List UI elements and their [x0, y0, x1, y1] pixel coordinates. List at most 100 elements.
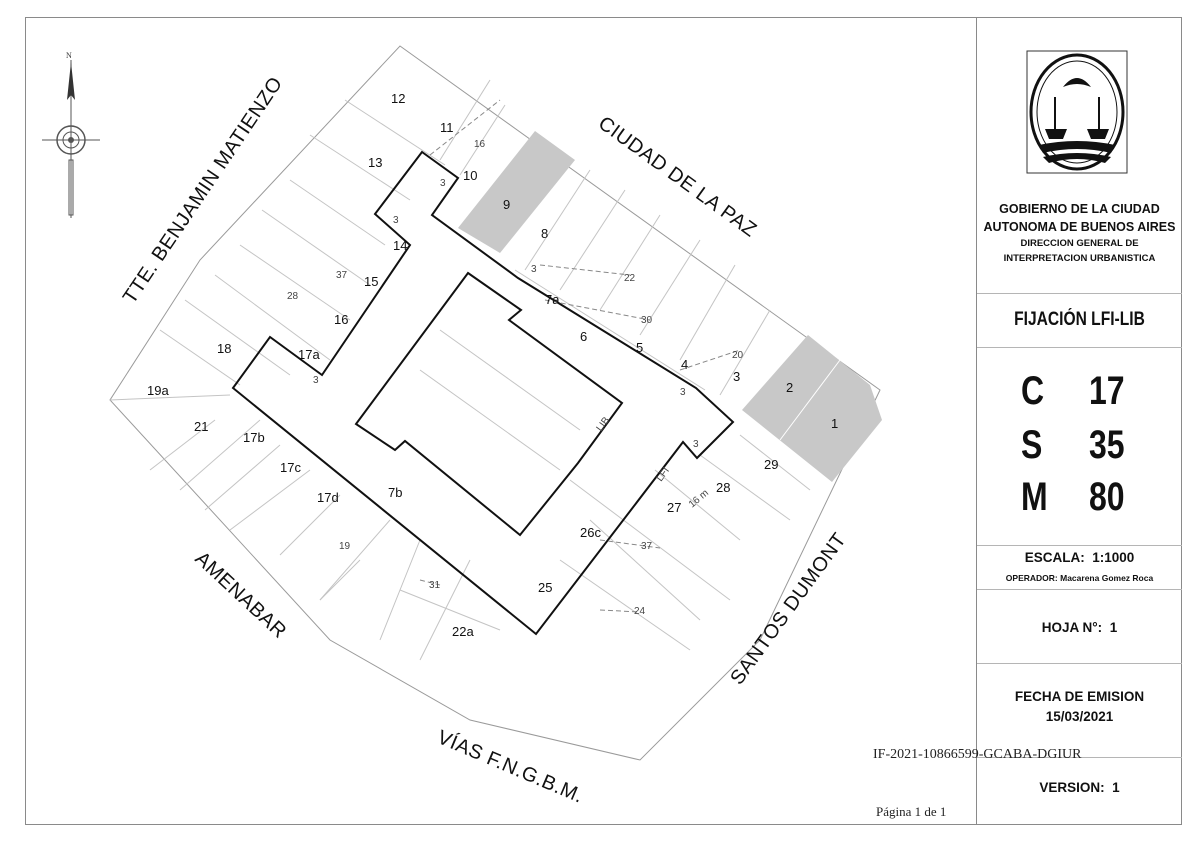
divider — [977, 545, 1182, 546]
lot-label: 17a — [298, 347, 320, 362]
issue-label: FECHA DE EMISION — [1014, 689, 1145, 704]
lot-label: 29 — [764, 457, 778, 472]
lot-label: 7b — [388, 485, 402, 500]
code-row-s: S 35 — [977, 423, 1182, 479]
code-row-c: C 17 — [977, 369, 1182, 425]
lot-1-2-divider — [779, 359, 841, 441]
lfi-boundary[interactable] — [231, 150, 735, 636]
drawing-title: FIJACIÓN LFI-LIB — [1014, 309, 1145, 330]
lot-label: 14 — [393, 238, 407, 253]
dimension-label: 24 — [634, 606, 646, 617]
lot-label: 10 — [463, 168, 477, 183]
dimension-label: 3 — [693, 439, 699, 450]
block-outline — [109, 45, 881, 761]
code-value: 17 — [1089, 369, 1125, 413]
north-arrow: N — [42, 51, 100, 218]
dimension-label: 19 — [339, 541, 351, 552]
divider — [977, 589, 1182, 590]
document-id: IF-2021-10866599-GCABA-DGIUR — [873, 747, 1082, 762]
lot-label: 27 — [667, 500, 681, 515]
lot-label: 17d — [317, 490, 339, 505]
street-name-s: VÍAS F.N.G.B.M. — [434, 725, 587, 807]
org-line-2: AUTONOMA DE BUENOS AIRES — [983, 220, 1176, 234]
city-seal — [1026, 50, 1128, 174]
divider — [977, 757, 1182, 758]
divider — [977, 347, 1182, 348]
lot-label: 15 — [364, 274, 378, 289]
org-line-3: DIRECCION GENERAL DE — [1020, 238, 1139, 249]
code-value: 80 — [1089, 475, 1125, 519]
dimension-label: 3 — [680, 387, 686, 398]
lib-boundary[interactable] — [354, 271, 624, 537]
operator-row: OPERADOR: Macarena Gomez Roca — [977, 573, 1182, 583]
lot-label: 22a — [452, 624, 474, 639]
scale-value: 1:1000 — [1092, 550, 1135, 565]
operator-label: OPERADOR: — [1005, 573, 1058, 583]
lot-label: 16 — [334, 312, 348, 327]
dimension-label: 22 — [624, 273, 636, 284]
lot-label: 8 — [541, 226, 548, 241]
divider — [977, 663, 1182, 664]
code-row-m: M 80 — [977, 475, 1182, 531]
operator-name: Macarena Gomez Roca — [1060, 573, 1154, 583]
lot-label: 13 — [368, 155, 382, 170]
dimension-label: 16 — [474, 139, 486, 150]
scale-row: ESCALA: 1:1000 — [977, 550, 1182, 565]
code-value: 35 — [1089, 423, 1125, 467]
lot-label: 11 — [440, 120, 454, 135]
lot-label: 28 — [716, 480, 730, 495]
dimension-label: 28 — [287, 291, 299, 302]
lot-label: 26c — [580, 525, 601, 540]
lot-label: 19a — [147, 383, 169, 398]
lot-labels: 12 11 10 9 8 13 14 15 16 17a 18 19a 21 1… — [147, 91, 838, 639]
issue-date: 15/03/2021 — [1045, 709, 1114, 724]
lot-label: 21 — [194, 419, 208, 434]
drawing-frame — [25, 17, 1182, 825]
street-name-ne: CIUDAD DE LA PAZ — [594, 112, 761, 241]
dimension-label: 3 — [531, 264, 537, 275]
lot-label: 12 — [391, 91, 405, 106]
dimension-label: 37 — [641, 541, 653, 552]
lot-label: 5 — [636, 340, 643, 355]
street-name-sw: AMENABAR — [191, 548, 291, 643]
lot-label: 3 — [733, 369, 740, 384]
dimension-label: 31 — [429, 580, 441, 591]
version-value: 1 — [1112, 780, 1120, 795]
lot-label: 1 — [831, 416, 838, 431]
lot-1-2-shading — [742, 335, 882, 482]
lot-label: 2 — [786, 380, 793, 395]
version-row: VERSION: 1 — [977, 780, 1182, 795]
lot-label: 25 — [538, 580, 552, 595]
code-letter: M — [1021, 475, 1048, 519]
dimension-label: 20 — [732, 350, 744, 361]
sheet-row: HOJA N°: 1 — [977, 620, 1182, 635]
lot-label: 7a — [545, 292, 560, 307]
org-line-4: INTERPRETACION URBANISTICA — [1003, 253, 1156, 264]
lfi-label: LFI — [655, 466, 672, 484]
street-name-se: SANTOS DUMONT — [726, 529, 851, 689]
version-label: VERSION: — [1039, 780, 1105, 795]
title-block: GOBIERNO DE LA CIUDAD AUTONOMA DE BUENOS… — [976, 17, 1182, 825]
lot-label: 17b — [243, 430, 265, 445]
parcel-map: N TTE. BENJAMIN MATIENZO CIUDAD DE LA PA… — [42, 45, 882, 808]
org-line-1: GOBIERNO DE LA CIUDAD — [999, 202, 1160, 216]
scale-label: ESCALA: — [1024, 550, 1085, 565]
dimension-lines — [419, 99, 741, 613]
lot-label: 9 — [503, 197, 510, 212]
dimension-label: 3 — [440, 178, 446, 189]
lot-label: 17c — [280, 460, 301, 475]
sheet-value: 1 — [1109, 620, 1118, 635]
dimension-label: 3 — [313, 375, 319, 386]
north-label: N — [66, 51, 72, 60]
lot-label: 18 — [217, 341, 231, 356]
sheet-label: HOJA N°: — [1041, 620, 1103, 635]
page-label: Página 1 de 1 — [876, 804, 947, 819]
divider — [977, 293, 1182, 294]
dimension-label: 16 m — [687, 488, 711, 511]
dimension-label: 30 — [641, 315, 653, 326]
street-name-nw: TTE. BENJAMIN MATIENZO — [119, 73, 287, 308]
lib-label: LIB — [595, 415, 613, 434]
lot-label: 6 — [580, 329, 587, 344]
dimension-label: 37 — [336, 270, 348, 281]
code-letter: C — [1021, 369, 1045, 413]
